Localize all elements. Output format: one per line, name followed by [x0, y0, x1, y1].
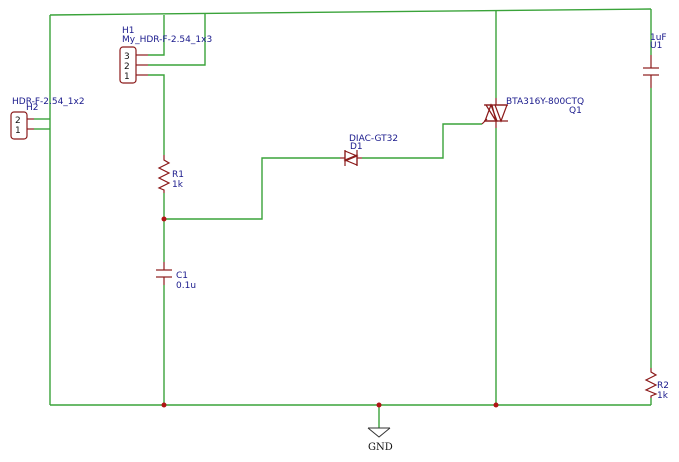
diac-d1-ref: D1	[350, 142, 363, 152]
header-h1[interactable]: 3 2 1 H1 My_HDR-F-2.54_1x3	[119, 26, 212, 84]
header-h2-pin-2: 2	[15, 116, 21, 126]
header-h1-value: My_HDR-F-2.54_1x3	[122, 35, 212, 45]
header-h2-body	[10, 111, 28, 140]
capacitor-u1[interactable]: 1uF U1	[643, 33, 667, 88]
header-h1-ref: H1	[122, 26, 135, 36]
capacitor-c1[interactable]: C1 0.1u	[156, 262, 196, 291]
resistor-r2-ref: R2	[657, 381, 669, 391]
header-h2-ref: H2	[26, 103, 39, 113]
triac-q1-ref: Q1	[569, 106, 582, 116]
resistor-r1[interactable]: R1 1k	[157, 155, 184, 193]
resistor-r2[interactable]: R2 1k	[644, 368, 669, 401]
wire-diac-gate	[362, 123, 482, 159]
resistor-r1-zigzag	[157, 155, 171, 193]
triac-q1-value: BTA316Y-800CTQ	[506, 97, 584, 107]
resistor-r2-value: 1k	[657, 391, 669, 401]
junction-gnd	[376, 402, 382, 408]
header-h1-pin-1: 1	[124, 72, 130, 82]
header-h2-value: HDR-F-2.54_1x2	[12, 97, 85, 107]
wires	[34, 8, 652, 428]
junction-triac-gnd	[493, 402, 499, 408]
resistor-r1-ref: R1	[172, 170, 184, 180]
header-h1-pin-2: 2	[124, 62, 130, 72]
ground-label: GND	[368, 442, 393, 453]
triac-q1[interactable]: BTA316Y-800CTQ Q1	[481, 97, 584, 128]
ground-symbol-triangle	[367, 427, 391, 438]
capacitor-u1-value: 1uF	[650, 33, 667, 43]
junctions	[161, 216, 499, 408]
header-h2[interactable]: 2 1 HDR-F-2.54_1x2 H2	[10, 97, 85, 140]
resistor-r1-value: 1k	[172, 180, 184, 190]
ground-symbol[interactable]: GND	[367, 427, 393, 453]
resistor-r2-zigzag	[644, 368, 658, 398]
junction-c1-gnd	[161, 402, 167, 408]
diac-d1[interactable]: DIAC-GT32 D1	[340, 134, 398, 166]
wire-node-diac	[164, 157, 340, 220]
header-h2-pin-1: 1	[15, 126, 21, 136]
capacitor-c1-ref: C1	[176, 271, 188, 281]
wire-h1-pin2	[148, 14, 206, 66]
wire-h1-pin1-r1	[148, 74, 165, 155]
triac-q1-gate	[481, 118, 488, 125]
diac-d1-triangle-up	[344, 150, 359, 162]
triac-q1-triangle-right	[494, 104, 508, 123]
triac-q1-triangle-left-outline	[484, 103, 498, 122]
wire-top-rail	[49, 8, 652, 16]
capacitor-u1-ref: U1	[650, 41, 662, 51]
capacitor-c1-value: 0.1u	[176, 281, 196, 291]
diac-d1-value: DIAC-GT32	[349, 134, 398, 144]
junction-r1-c1	[161, 216, 167, 222]
wire-h1-pin3	[148, 15, 165, 56]
header-h1-pin-3: 3	[124, 52, 130, 62]
diac-d1-triangle-down	[343, 154, 358, 166]
